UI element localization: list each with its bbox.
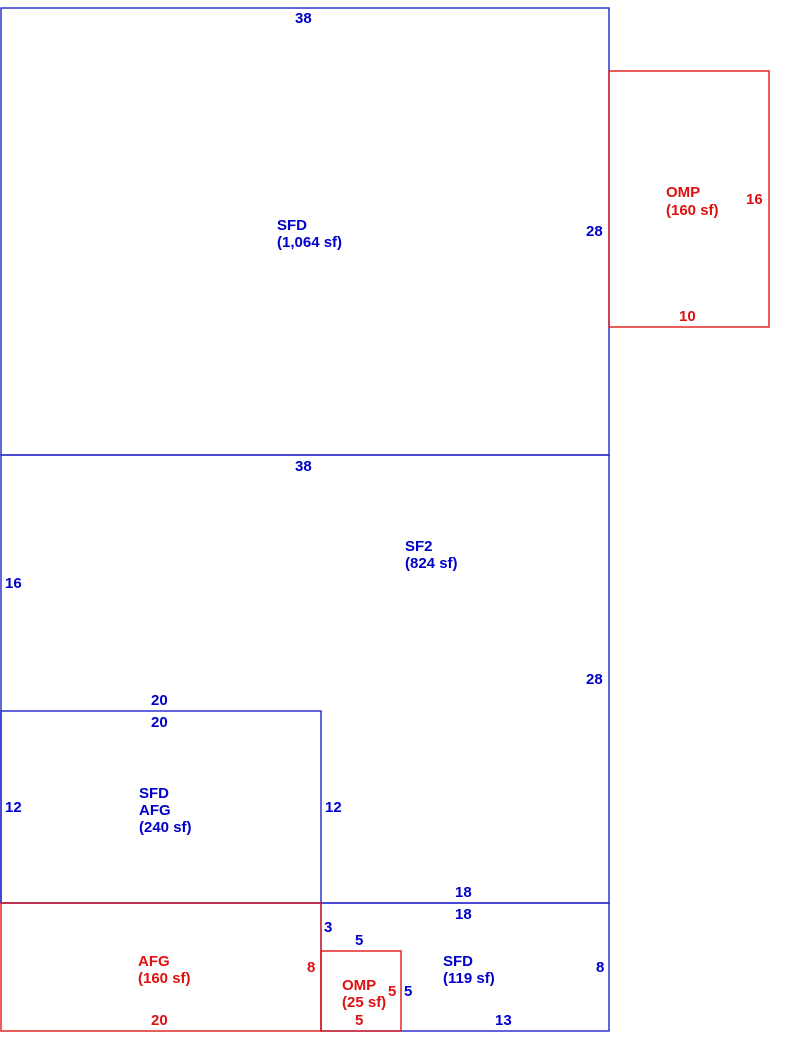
omp-small-name: OMP [342,977,376,994]
dim-afg-bottom-right: 8 [307,959,315,976]
dim-sfd-main-top: 38 [295,10,312,27]
sfd-main-area: (1,064 sf) [277,234,342,251]
dim-omp-right-bottom: 10 [679,308,696,325]
dim-sf2-left: 16 [5,575,22,592]
sfd-main-name: SFD [277,217,307,234]
dim-sf2-top: 38 [295,458,312,475]
omp-right-name: OMP [666,184,700,201]
dim-sf2-right: 28 [586,671,603,688]
dim-afg-bottom-bottom: 20 [151,1012,168,1029]
afg-bottom-area: (160 sf) [138,970,191,987]
sfd-afg-area: (240 sf) [139,819,192,836]
omp-right-outline [608,70,770,328]
dim-omp-right-side: 16 [746,191,763,208]
dim-omp-small-top: 5 [355,932,363,949]
dim-sfd-small-left: 3 [324,919,332,936]
dim-afg-top-inner: 20 [151,714,168,731]
dim-afg-top-outer: 20 [151,692,168,709]
dim-sfd-small-top-outer: 18 [455,884,472,901]
omp-small-outline [320,950,402,1032]
dim-sfd-small-bottom: 13 [495,1012,512,1029]
dim-sfd-main-right: 28 [586,223,603,240]
afg-bottom-name: AFG [138,953,170,970]
omp-small-area: (25 sf) [342,994,386,1011]
dim-omp-small-right-out: 5 [404,983,412,1000]
omp-right-area: (160 sf) [666,202,719,219]
sfd-afg-name: SFD [139,785,169,802]
sf2-name: SF2 [405,538,433,555]
dim-afg-right: 12 [325,799,342,816]
sf2-outline [0,454,610,904]
sfd-small-name: SFD [443,953,473,970]
dim-sfd-small-right: 8 [596,959,604,976]
dim-sfd-small-top-inner: 18 [455,906,472,923]
sfd-afg-name2: AFG [139,802,171,819]
dim-omp-small-bottom: 5 [355,1012,363,1029]
sfd-small-area: (119 sf) [443,970,495,987]
dim-omp-small-right-in: 5 [388,983,396,1000]
sf2-area: (824 sf) [405,555,458,572]
dim-afg-left: 12 [5,799,22,816]
